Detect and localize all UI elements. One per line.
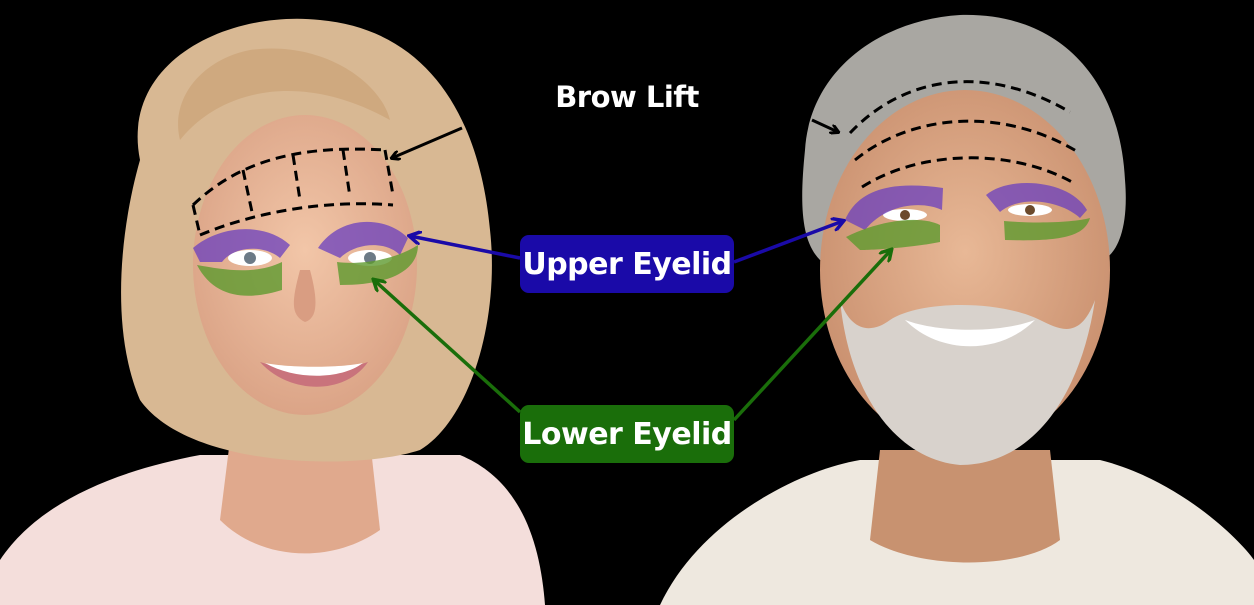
woman-figure xyxy=(0,18,545,605)
man-teeth xyxy=(905,320,1035,347)
man-brow-lift-lines xyxy=(848,80,1079,189)
woman-lower-eyelid-regions xyxy=(197,245,418,296)
man-neck xyxy=(870,450,1060,563)
brow-lift-arrows xyxy=(392,118,838,158)
lower-eyelid-arrows xyxy=(374,250,891,422)
upper-eyelid-arrows xyxy=(410,221,843,264)
woman-face xyxy=(193,115,417,415)
woman-neck xyxy=(220,440,380,554)
upper-eyelid-label: Upper Eyelid xyxy=(520,235,734,293)
man-lower-eyelid-regions xyxy=(846,218,1090,250)
lower-eyelid-label: Lower Eyelid xyxy=(520,405,734,463)
man-figure xyxy=(660,14,1254,605)
woman-brow-lift-region xyxy=(191,147,395,237)
man-upper-eyelid-regions xyxy=(845,183,1087,230)
woman-upper-eyelid-regions xyxy=(193,221,408,262)
man-beard xyxy=(840,300,1095,465)
brow-lift-title: Brow Lift xyxy=(555,80,699,114)
